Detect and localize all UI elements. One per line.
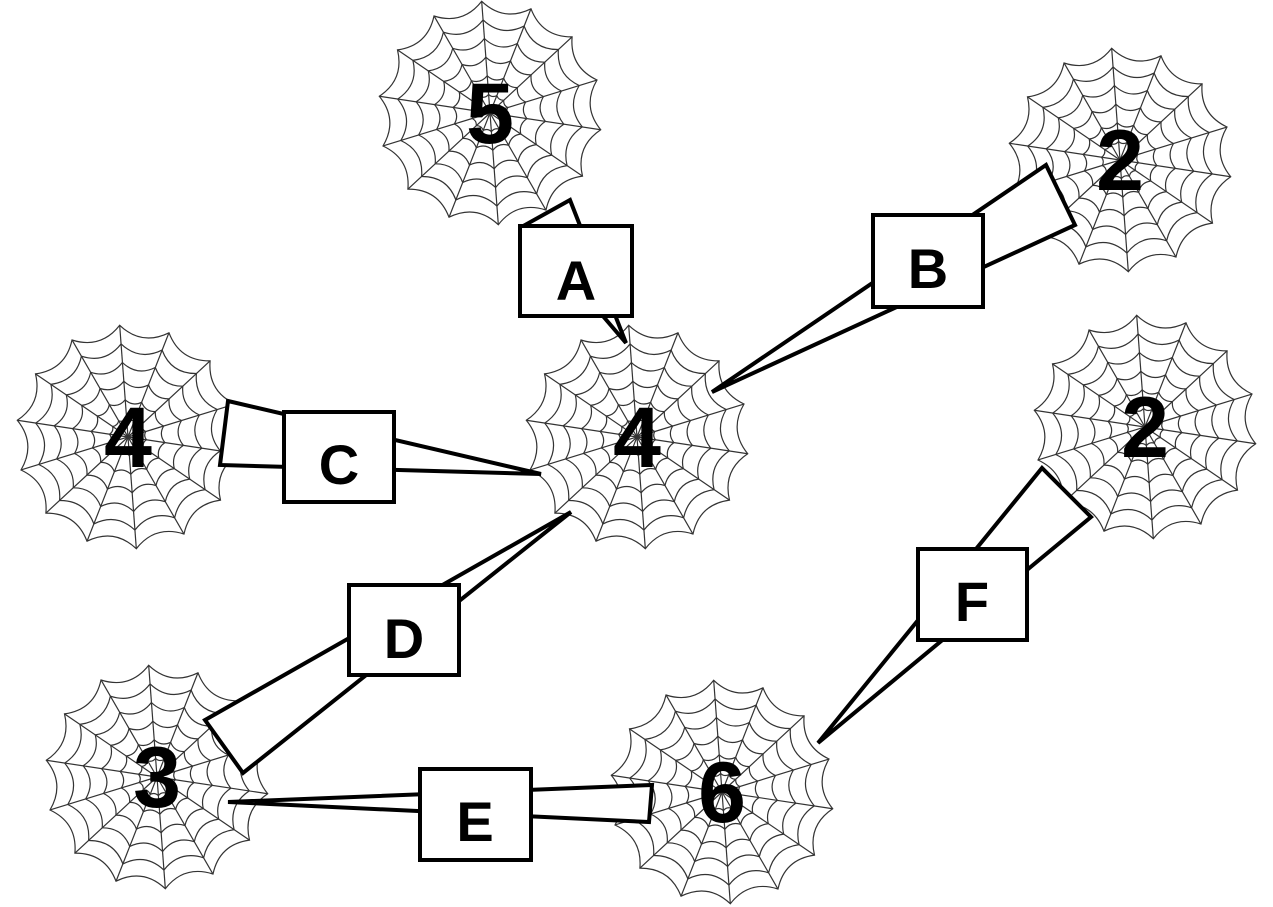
node-number-n4c: 4 [613,390,661,486]
edge-d: D [202,510,573,776]
edge-label-c: C [319,433,359,496]
node-number-n2a: 2 [1096,113,1144,209]
node-number-n4l: 4 [104,390,152,486]
edge-label-box-b [871,213,985,309]
edge-label-e: E [456,790,493,853]
edge-label-f: F [955,570,989,633]
edge-f: F [816,465,1094,745]
edge-e: E [227,767,655,862]
edge-label-box-e [418,767,533,862]
edge-label-box-a [518,224,634,318]
node-number-n2b: 2 [1121,380,1169,476]
node-label-layer: 5 2 4 4 2 3 6 [104,66,1169,841]
edge-label-b: B [908,237,948,300]
edge-label-box-c [282,410,396,504]
web-node-n4c [525,324,749,550]
edge-layer: A B C D E F [202,162,1094,862]
node-layer [16,0,1257,905]
edge-c: C [217,398,542,504]
web-node-n6 [610,679,834,905]
web-node-n3 [45,664,269,890]
edge-a: A [518,197,634,345]
node-number-n3: 3 [133,730,181,826]
edge-label-box-d [347,583,461,677]
edge-label-box-f [916,547,1029,642]
edge-label-a: A [556,249,596,312]
web-node-n2b [1033,314,1257,540]
node-number-n5: 5 [466,66,514,162]
edge-label-d: D [384,607,424,670]
node-number-n6: 6 [698,745,746,841]
web-node-n2a [1008,47,1232,273]
web-node-n5 [378,0,602,226]
edge-b: B [710,162,1078,394]
